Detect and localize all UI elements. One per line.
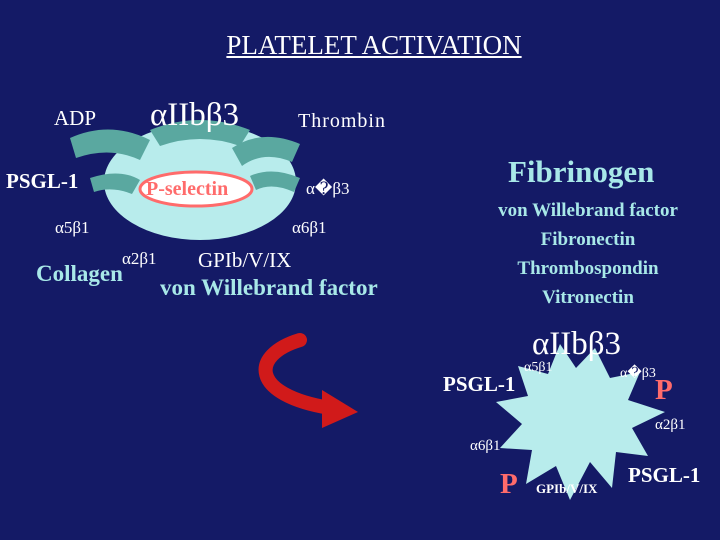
activated-platelet [496,344,665,500]
label-p-bottom: P [500,468,518,500]
label-psgl1-activated-left: PSGL-1 [443,372,516,396]
label-a6b1-resting: α6β1 [292,218,327,237]
label-pselectin: P-selectin [146,178,229,200]
activation-arrowhead [322,390,358,428]
label-psgl1-resting: PSGL-1 [6,169,79,193]
label-a2b1-resting: α2β1 [122,249,157,268]
ligand-item: Thrombospondin [517,258,659,279]
label-a5b1-activated: α5β1 [524,360,553,375]
label-collagen: Collagen [36,261,123,286]
pselectin-shape [138,170,254,208]
label-avb3-resting: α�β3 [306,179,350,198]
label-psgl1-activated-right: PSGL-1 [628,463,701,487]
receptor-right [232,136,300,166]
receptor-right-lower [250,171,300,192]
label-adp: ADP [54,106,97,130]
label-p-right: P [655,374,673,406]
label-aIIbb3-resting: αIIbβ3 [150,97,240,133]
receptor-left [70,129,150,160]
ligand-item: Fibronectin [540,229,636,250]
activation-arrow [258,333,337,415]
label-thrombin: Thrombin [298,110,386,132]
label-gpib-activated: GPIb/V/IX [536,481,598,496]
label-a2b1-activated: α2β1 [655,417,686,433]
label-fibrinogen: Fibrinogen [508,154,655,189]
label-a6b1-activated: α6β1 [470,438,501,454]
ligand-list: von Willebrand factor Fibronectin Thromb… [456,196,720,312]
ligand-item: Vitronectin [542,287,634,308]
ligand-item: von Willebrand factor [498,200,678,221]
label-gpib-resting: GPIb/V/IX [198,248,292,272]
receptor-center [150,120,250,146]
label-a5b1-resting: α5β1 [55,218,90,237]
label-avb3-activated: α�β3 [620,366,656,381]
receptor-left-lower [90,173,140,194]
label-aIIbb3-activated: αIIbβ3 [532,326,622,362]
label-vwf: von Willebrand factor [160,275,378,300]
page-title: PLATELET ACTIVATION [226,30,522,60]
